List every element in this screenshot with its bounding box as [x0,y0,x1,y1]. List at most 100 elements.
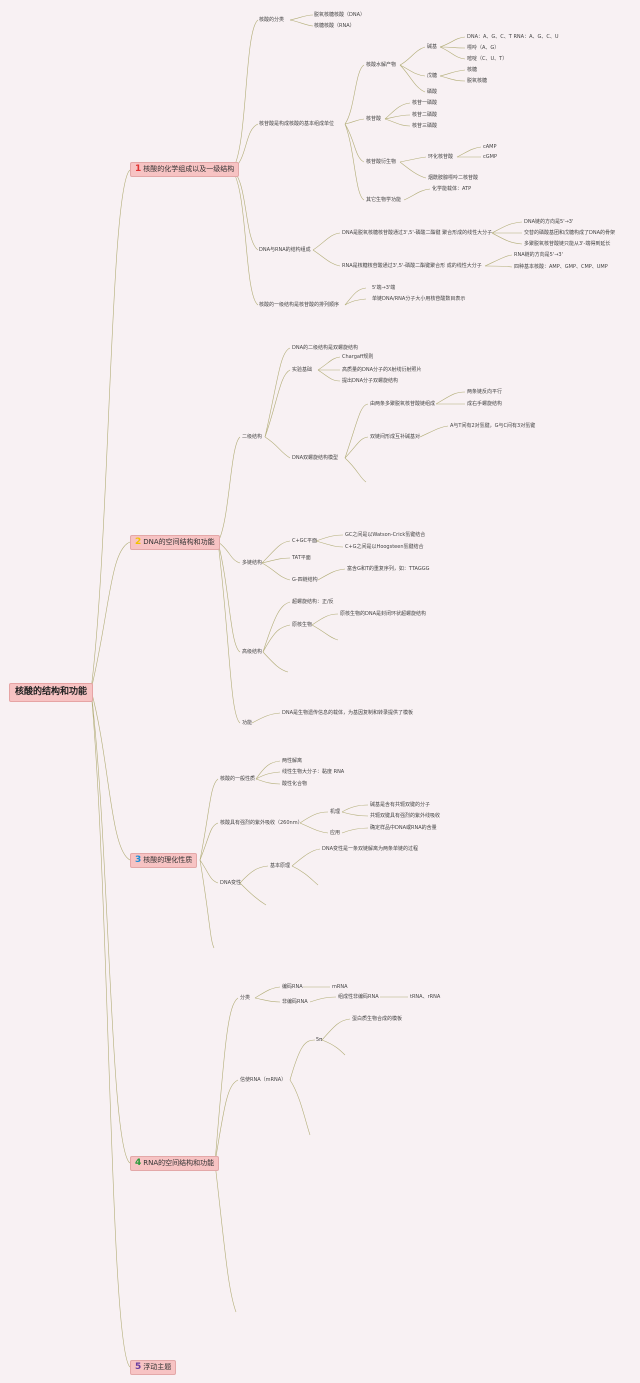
node[interactable]: 核苷三磷酸 [412,123,438,129]
node[interactable]: DNA是生物遗传信息的载体，为基因复制和转录提供了模板 [282,710,414,716]
node[interactable]: C+G之间是以Hoogsteen氢键结合 [345,544,424,550]
topic-number: 2 [135,537,142,547]
node[interactable]: 核酸的一级结构是核苷酸的排列顺序 [259,302,340,308]
node[interactable]: 实验基础 [292,367,313,373]
node[interactable]: DNA变性 [220,880,242,886]
node[interactable]: 环化核苷酸 [428,154,454,160]
topic-label: DNA的空间结构和功能 [143,538,215,546]
node[interactable]: 双链间形成互补碱基对 [370,434,421,440]
node[interactable]: 脱氧核糖 [467,78,488,84]
node[interactable]: GC之间是以Watson-Crick氢键结合 [345,532,426,538]
node[interactable]: 脱氧核糖核酸（DNA） [314,12,366,18]
node[interactable]: 功能 [242,720,253,726]
node[interactable]: 富含G和T的重复序列，如：TTAGGG [347,566,430,572]
topic-label: RNA的空间结构和功能 [143,1159,215,1167]
node[interactable]: 核糖核酸（RNA） [314,23,355,29]
node[interactable]: DNA变性是一条双链解离为两条单链的过程 [322,846,419,852]
node[interactable]: 高质量的DNA分子的X射线衍射照片 [342,367,422,373]
node[interactable]: 四种基本核酸：AMP、GMP、CMP、UMP [514,264,608,270]
node[interactable]: 共轭双键具有强烈的紫外线吸收 [370,813,441,819]
node[interactable]: 信使RNA（mRNA） [240,1077,287,1083]
node[interactable]: cGMP [483,154,497,160]
node[interactable]: 两条链反向平行 [467,389,503,395]
node[interactable]: 化学能载体：ATP [432,186,472,192]
node[interactable]: 机理 [330,809,341,815]
node[interactable]: 线性生物大分子：黏度 RNA [282,769,345,775]
node[interactable]: 嘌呤（A、G） [467,45,500,51]
node[interactable]: 核苷酸是构成核酸的基本组成单位 [259,121,335,127]
node[interactable]: 两性解离 [282,758,303,764]
node[interactable]: 其它生物学功能 [366,197,402,203]
topic-label: 核酸的化学组成以及一级结构 [143,165,235,173]
node[interactable]: 核苷酸衍生物 [366,159,397,165]
node[interactable]: 原核生物的DNA是封闭环状超螺旋结构 [340,611,427,617]
node[interactable]: DNA是脱氧核糖核苷酸通过3',5'-磷酸二酯键 聚合形成的线性大分子 [342,230,493,236]
node[interactable]: 分类 [240,995,251,1001]
node[interactable]: TAT平面 [292,555,311,561]
node[interactable]: RNA链的方向是5'→3' [514,252,563,258]
branch-3 [199,760,369,949]
node[interactable]: 交替的磷酸基团和戊糖构成了DNA的骨架 [524,230,616,236]
branch-2 [217,347,466,724]
node[interactable]: 基本原理 [270,863,291,869]
node[interactable]: 提出DNA分子双螺旋结构 [342,378,399,384]
node[interactable]: DNA双螺旋结构模型 [292,455,339,461]
node[interactable]: 核酸水解产物 [366,62,397,68]
node[interactable]: A与T间有2对氢键，G与C间有3对氢键 [450,423,536,429]
node[interactable]: 核酸具有强烈的紫外吸收（260nm） [220,820,303,826]
node[interactable]: C+GC平面 [292,538,318,544]
topic-number: 5 [135,1362,142,1372]
node[interactable]: tRNA、rRNA [410,994,441,1000]
node[interactable]: DNA的二级结构是双螺旋结构 [292,345,359,351]
node[interactable]: RNA是核糖核苷酸通过3',5'-磷酸二酯键聚合形 成的线性大分子 [342,263,482,269]
node[interactable]: 组成性非编码RNA [338,994,379,1000]
node[interactable]: 二级结构 [242,434,263,440]
node[interactable]: 非编码RNA [282,999,308,1005]
node[interactable]: DNA与RNA的结构组成 [259,247,311,253]
node[interactable]: 单链DNA/RNA分子大小用核苷酸数目表示 [372,296,466,302]
node[interactable]: 核糖 [467,67,478,73]
node[interactable]: 核苷一磷酸 [412,100,438,106]
node[interactable]: 嘧啶（C、U、T） [467,56,508,62]
topic-number: 1 [135,164,142,174]
topic-label: 核酸的理化性质 [143,856,193,864]
node[interactable]: 编码RNA [282,984,303,990]
node[interactable]: DNA链的方向是5'→3' [524,219,574,225]
node[interactable]: 酸性化合物 [282,781,308,787]
node[interactable]: mRNA [332,984,348,990]
node[interactable]: 戊糖 [427,73,438,79]
node[interactable]: 高级结构 [242,649,263,655]
node[interactable]: 核苷酸 [366,116,382,122]
node[interactable]: 原核生物 [292,622,313,628]
node[interactable]: 核苷二磷酸 [412,112,438,118]
node[interactable]: 核酸的分类 [259,17,285,23]
node[interactable]: 5π [316,1037,323,1043]
node[interactable]: cAMP [483,144,497,150]
node[interactable]: 多链结构 [242,560,263,566]
node[interactable]: 超螺旋结构：正/反 [292,599,334,605]
node[interactable]: 成右手螺旋结构 [467,401,503,407]
node[interactable]: 核酸的一般性质 [220,776,256,782]
node[interactable]: 蛋白质生物合成的模板 [352,1016,403,1022]
branch-1 [231,14,523,306]
node[interactable]: 多聚脱氧核苷酸链只能从3'-端得到延长 [524,241,611,247]
node[interactable]: 5'端→3'端 [372,285,396,291]
root-branches [90,169,131,1368]
node[interactable]: 由两条多聚脱氧核苷酸链组成 [370,401,436,407]
node[interactable]: G-四链结构 [292,577,318,583]
node[interactable]: 碱基是含有共轭双键的分子 [370,802,431,808]
node[interactable]: 应用 [330,830,341,836]
node[interactable]: 烟酰胺腺嘌呤二核苷酸 [428,175,479,181]
node[interactable]: Chargaff规则 [342,354,374,360]
root-topic[interactable]: 核酸的结构和功能 [9,683,93,702]
node[interactable]: 碱基 [427,44,438,50]
node[interactable]: 磷酸 [427,89,438,95]
topic-label: 浮动主题 [143,1363,172,1371]
node[interactable]: 确定样品中DNA或RNA的含量 [370,825,437,831]
node[interactable]: DNA：A、G、C、T RNA：A、G、C、U [467,34,559,40]
